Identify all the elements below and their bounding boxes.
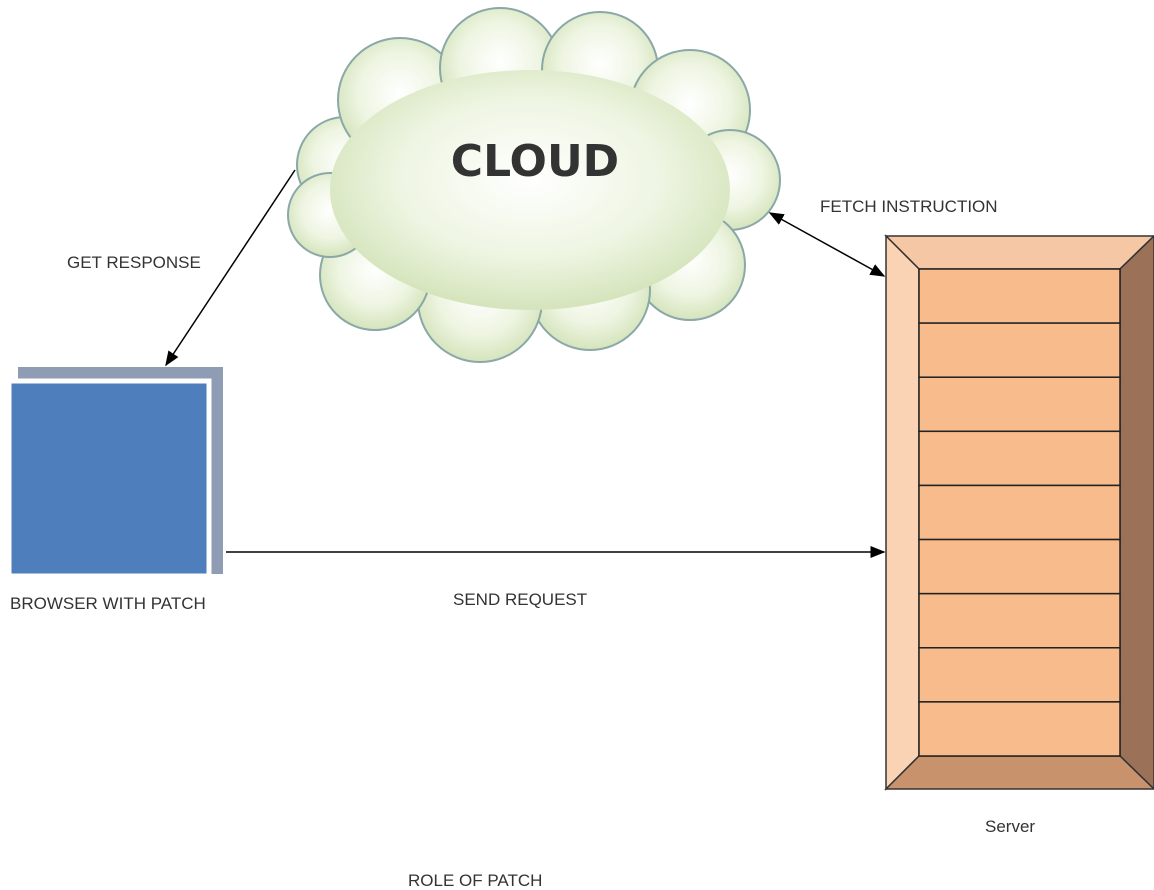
fetch-instruction-arrow [768, 212, 886, 277]
cloud-shape [287, 7, 781, 363]
server-label: Server [985, 817, 1035, 836]
server-icon [884, 234, 1154, 791]
server-panel [918, 322, 1121, 378]
fetch-instruction-label: FETCH INSTRUCTION [820, 197, 998, 216]
server-panel [918, 430, 1121, 487]
server-left-bevel [885, 234, 920, 791]
get-response-arrow [165, 169, 296, 367]
server-panel [918, 592, 1121, 649]
server-right-bevel [1119, 234, 1154, 791]
browser-icon [6, 367, 223, 579]
server-panels [918, 268, 1121, 757]
server-panel [918, 376, 1121, 433]
server-panel [918, 484, 1121, 541]
diagram-caption: ROLE OF PATCH [408, 871, 542, 890]
get-response-label: GET RESPONSE [67, 253, 201, 272]
server-panel [918, 701, 1121, 757]
server-panel [918, 538, 1121, 595]
server-panel [918, 647, 1121, 703]
browser-label: BROWSER WITH PATCH [10, 594, 206, 613]
send-request-label: SEND REQUEST [453, 590, 587, 609]
cloud-label: CLOUD [451, 136, 619, 187]
server-bottom-bevel [884, 755, 1154, 790]
browser-front-square [6, 378, 212, 579]
server-panel [918, 268, 1121, 324]
server-top-bevel [884, 235, 1154, 270]
